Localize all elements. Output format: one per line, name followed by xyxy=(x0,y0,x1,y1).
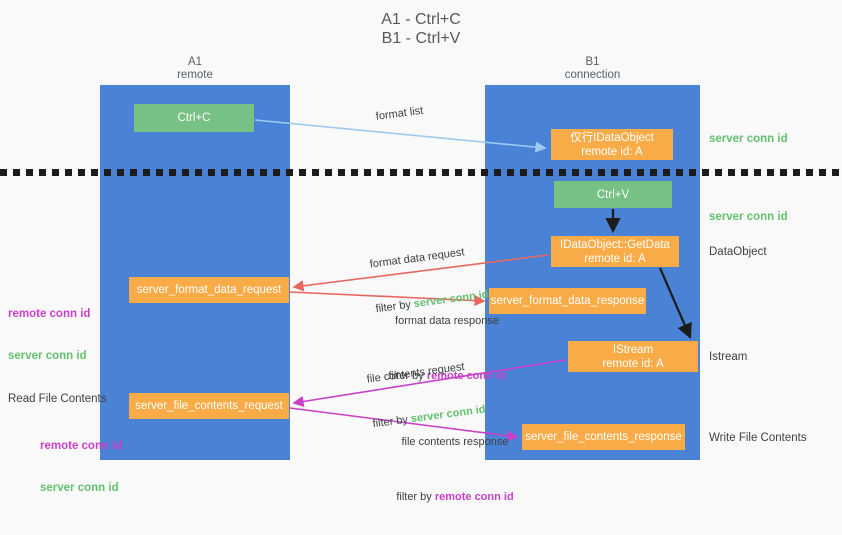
side-label-dataobject: DataObject xyxy=(709,246,767,258)
side-label-conn-ids-top: remote conn id server conn id xyxy=(8,279,90,391)
edge-label-file-contents-response: file contents response filter by remote … xyxy=(370,405,540,535)
edge-label-format-data-response: format data response filter by remote co… xyxy=(362,284,532,414)
filter-value-remote-conn-id: remote conn id xyxy=(434,491,514,503)
node-idataobject[interactable]: 仅行IDataObject remote id: A xyxy=(551,129,673,160)
edge-label-filter: filter by remote conn id xyxy=(362,369,532,384)
dashed-divider xyxy=(0,169,842,176)
column-header-a1: A1 remote xyxy=(177,56,213,81)
diagram-canvas: A1 - Ctrl+C B1 - Ctrl+V A1 remote B1 con… xyxy=(0,11,842,503)
side-label-server-conn-id-top: server conn id xyxy=(709,133,788,145)
node-server-file-contents-request[interactable]: server_file_contents_request xyxy=(129,393,289,419)
node-ctrl-c[interactable]: Ctrl+C xyxy=(134,104,254,132)
node-ctrl-v[interactable]: Ctrl+V xyxy=(554,181,672,208)
edge-label-filter: filter by remote conn id xyxy=(370,490,540,505)
edge-label-line1: file contents request xyxy=(366,360,466,386)
filter-prefix: filter by xyxy=(388,370,427,382)
edge-label-line1: file contents response xyxy=(401,436,509,448)
side-label-read-file-contents: Read File Contents xyxy=(8,393,107,405)
edge-label-format-list: format list xyxy=(375,104,424,123)
node-server-format-data-request[interactable]: server_format_data_request xyxy=(129,277,289,303)
column-header-b1: B1 connection xyxy=(564,56,621,81)
side-label-server-conn-id: server conn id xyxy=(40,482,119,494)
edge-label-line1: format data request xyxy=(369,246,466,271)
node-server-format-data-response[interactable]: server_format_data_response xyxy=(489,288,646,314)
side-label-remote-conn-id: remote conn id xyxy=(40,440,123,452)
side-label-server-conn-id-mid: server conn id xyxy=(709,211,788,223)
page-title: A1 - Ctrl+C B1 - Ctrl+V xyxy=(381,11,461,47)
node-idataobject-getdata[interactable]: IDataObject::GetData remote id: A xyxy=(551,236,679,267)
filter-prefix: filter by xyxy=(396,491,435,503)
side-label-remote-conn-id: remote conn id xyxy=(8,308,91,320)
edge-label-line1: format data response xyxy=(395,315,499,327)
filter-value-remote-conn-id: remote conn id xyxy=(426,370,506,382)
node-istream[interactable]: IStream remote id: A xyxy=(568,341,698,372)
side-label-server-conn-id: server conn id xyxy=(8,350,87,362)
node-server-file-contents-response[interactable]: server_file_contents_response xyxy=(522,424,685,450)
side-label-write-file-contents: Write File Contents xyxy=(709,432,807,444)
side-label-istream: Istream xyxy=(709,351,748,363)
side-label-conn-ids-bottom: remote conn id server conn id xyxy=(40,411,122,523)
